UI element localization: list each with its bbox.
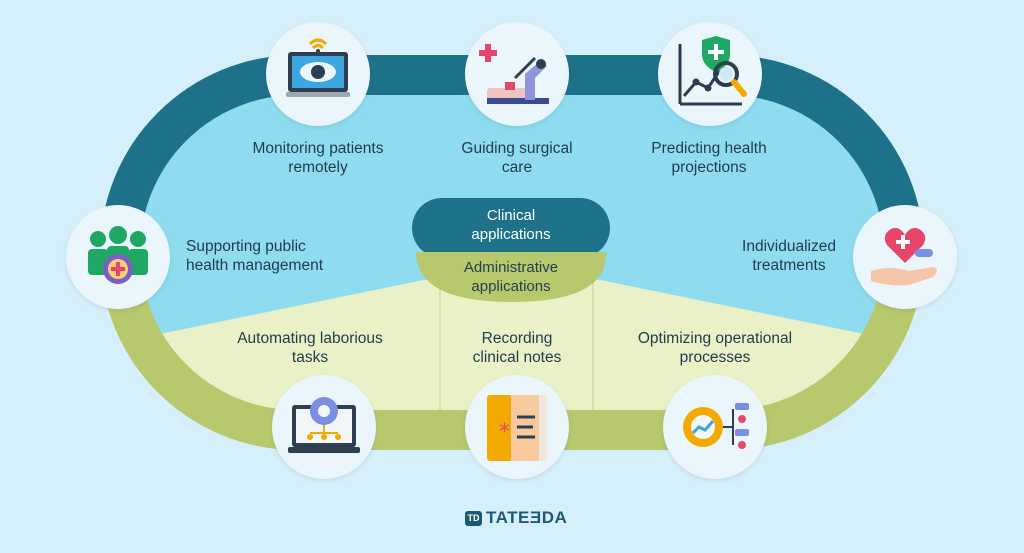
brand-logo: TD TATEƎDA: [465, 508, 567, 528]
svg-text:*: *: [499, 420, 510, 445]
surgical-robot-icon: [465, 22, 569, 126]
eye-monitor-icon: [266, 22, 370, 126]
center-pill-clinical: [412, 198, 610, 258]
health-chart-icon: [658, 22, 762, 126]
heart-hand-icon: [853, 205, 957, 309]
center-pill-admin: [416, 252, 607, 302]
brand-name: TATEƎDA: [486, 508, 568, 527]
notebook-icon: *: [465, 375, 569, 479]
inner-admin-area: [140, 262, 884, 410]
gear-process-icon: [663, 375, 767, 479]
brand-mark: TD: [465, 510, 482, 526]
laptop-gear-icon: [272, 375, 376, 479]
public-health-group-icon: [66, 205, 170, 309]
inner-area: [140, 95, 884, 410]
